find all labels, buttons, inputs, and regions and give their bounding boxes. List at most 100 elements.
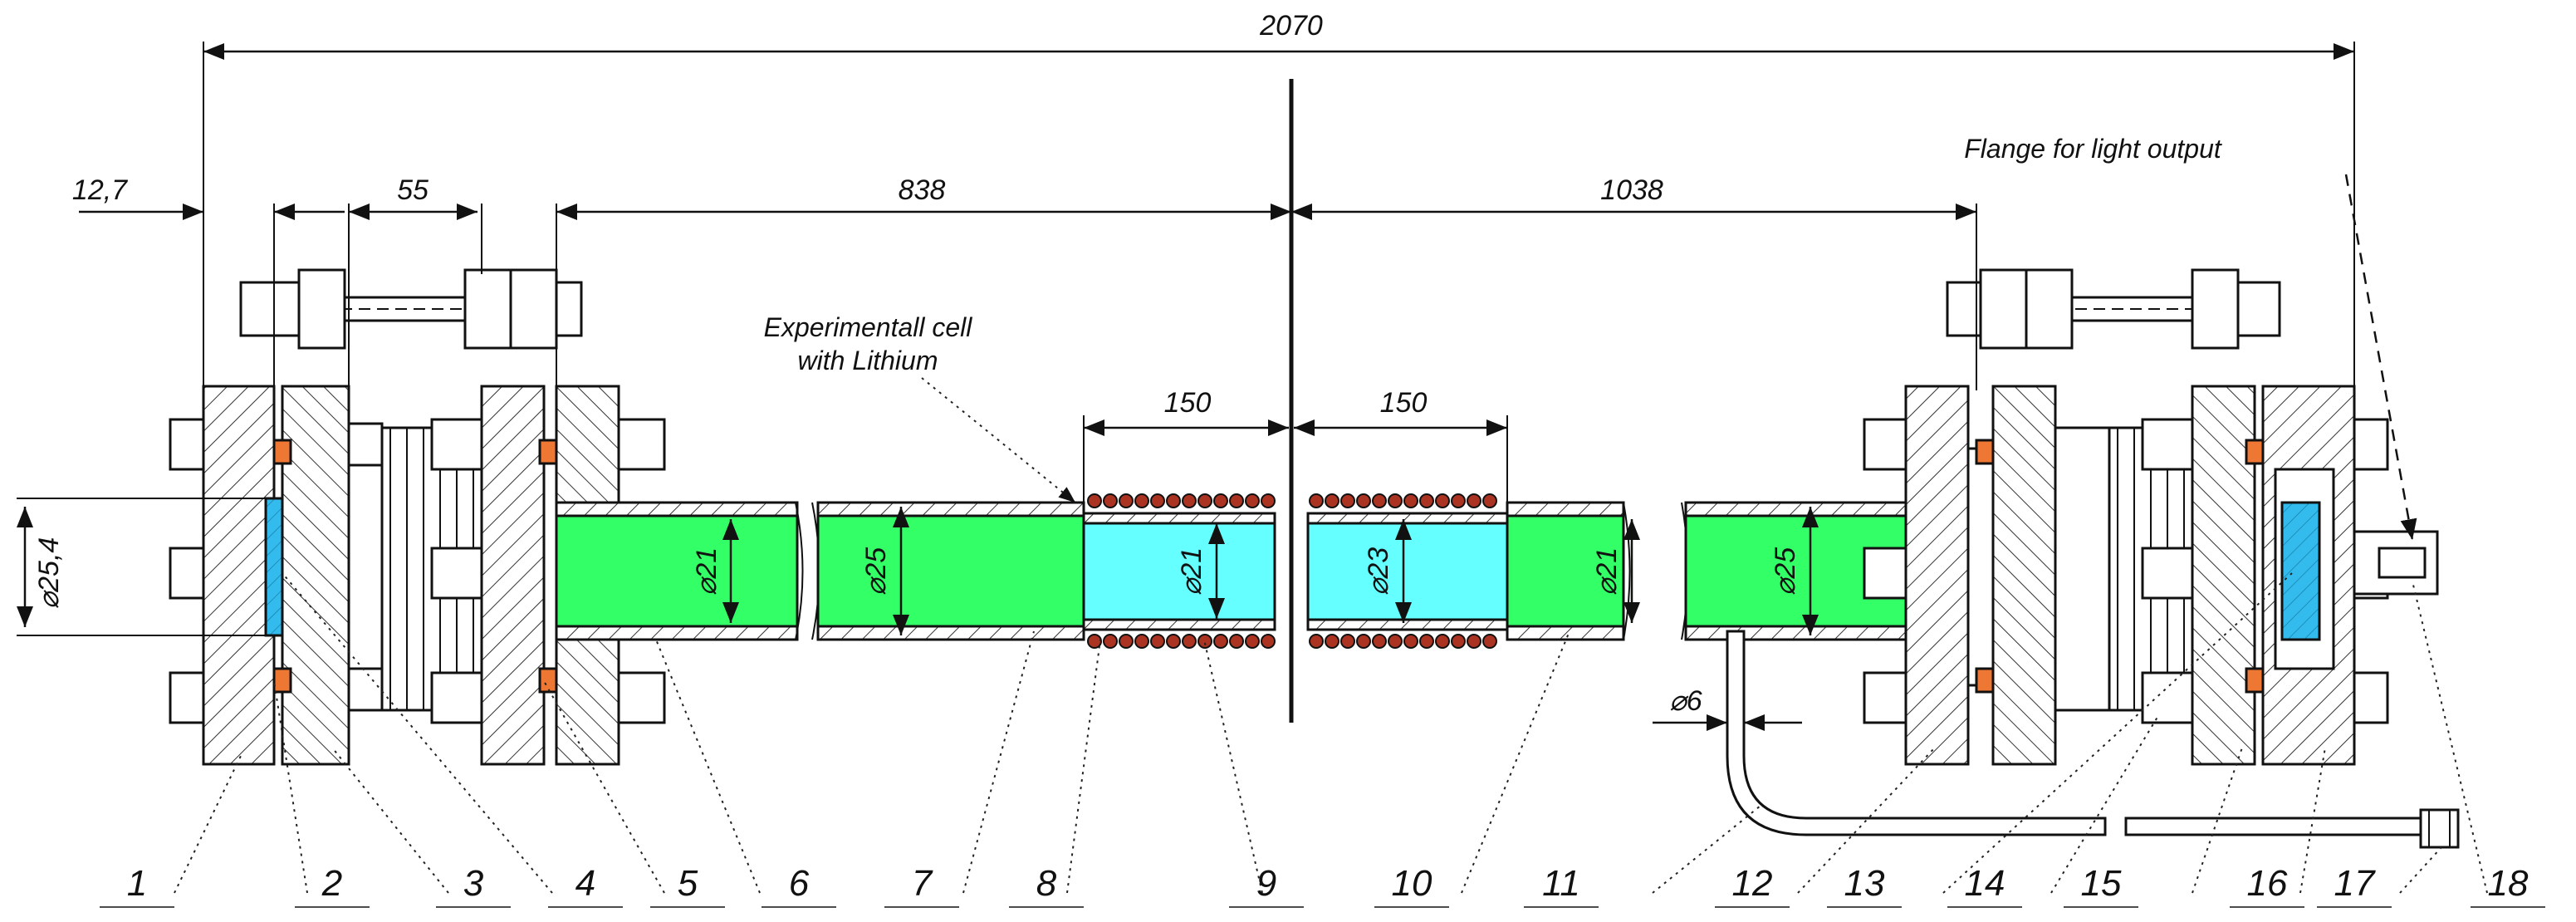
coil-turn (1467, 493, 1481, 508)
coil-turn (1356, 493, 1371, 508)
coil-turn (1419, 493, 1434, 508)
dimension-lines (17, 42, 2355, 731)
seal-mid-top (538, 439, 558, 465)
coil-turn (1419, 634, 1434, 649)
coil-turn (1372, 634, 1387, 649)
coil-turn (1325, 634, 1339, 649)
coil-turn (1119, 493, 1134, 508)
coil-turn (1340, 634, 1355, 649)
left-nut-c (463, 268, 512, 350)
coil-turn (1182, 493, 1197, 508)
dim-cell-inner-right: ⌀23 (1363, 547, 1394, 596)
part-number-1: 1 (127, 863, 147, 904)
seal-far-right-bottom (2245, 667, 2265, 694)
dim-tube-right-outer: ⌀25 (1770, 547, 1801, 596)
right-coupling-flange (1863, 385, 2057, 766)
coil-turn (1245, 634, 1260, 649)
part-leaders (174, 572, 2488, 894)
right-nut-b (1979, 268, 2028, 350)
part-number-13: 13 (1844, 863, 1885, 904)
coil-turn (1245, 493, 1260, 508)
coil-turn (1150, 493, 1165, 508)
coil-turn (1467, 634, 1481, 649)
coil-turn (1482, 634, 1497, 649)
coil-turn (1087, 634, 1102, 649)
dim-bellows-length: 55 (397, 174, 429, 206)
seal-right-bottom (1975, 667, 1995, 694)
right-window (2280, 501, 2321, 641)
coil-turn (1150, 634, 1165, 649)
coil-turn (1197, 634, 1212, 649)
part-number-12: 12 (1732, 863, 1773, 904)
seal-far-right-top (2245, 439, 2265, 465)
coil-turn (1229, 493, 1244, 508)
coil-turn (1213, 634, 1228, 649)
coil-turn (1388, 493, 1403, 508)
coil-turn (1372, 493, 1387, 508)
lithium-cell-right (1306, 512, 1509, 631)
coil-turn (1403, 493, 1418, 508)
part-number-9: 9 (1256, 863, 1276, 904)
right-nut-c (2025, 268, 2074, 350)
coil-turn (1134, 634, 1149, 649)
coil-turn (1482, 493, 1497, 508)
left-nut-b (297, 268, 346, 350)
left-window-flange (169, 385, 305, 766)
part-number-6: 6 (789, 863, 810, 904)
part-number-16: 16 (2247, 863, 2288, 904)
left-nut-e (555, 281, 583, 337)
heater-coils (1087, 493, 1497, 649)
dim-total-length: 2070 (1259, 10, 1323, 42)
coil-turn (1388, 634, 1403, 649)
coil-turn (1103, 634, 1118, 649)
part-number-17: 17 (2334, 863, 2376, 904)
coil-turn (1340, 493, 1355, 508)
coil-turn (1229, 634, 1244, 649)
coil-turn (1309, 493, 1324, 508)
left-nut-a (239, 281, 301, 337)
part-number-18: 18 (2488, 863, 2529, 904)
seal-left-top (272, 439, 292, 465)
coil-turn (1403, 634, 1418, 649)
dim-left-section: 838 (899, 174, 946, 206)
dim-tube-left-inner: ⌀21 (691, 547, 722, 596)
left-nut-d (509, 268, 558, 350)
coil-turn (1435, 493, 1450, 508)
cell-note-line1: Experimentall cell (764, 312, 973, 342)
left-seal-flange (272, 385, 384, 766)
dim-tube-right-inner: ⌀21 (1591, 547, 1623, 596)
seal-right-top (1975, 439, 1995, 465)
dim-right-section: 1038 (1600, 174, 1663, 206)
coil-turn (1309, 634, 1324, 649)
part-number-11: 11 (1542, 863, 1580, 904)
seal-left-bottom (272, 667, 292, 694)
coil-turn (1213, 493, 1228, 508)
dim-tube-left-outer: ⌀25 (860, 547, 892, 596)
coil-turn (1451, 493, 1466, 508)
right-nut-a (1946, 281, 1982, 337)
part-number-15: 15 (2081, 863, 2122, 904)
coil-turn (1134, 493, 1149, 508)
coil-turn (1451, 634, 1466, 649)
part-number-7: 7 (912, 863, 933, 904)
part-number-3: 3 (463, 863, 484, 904)
right-tie-rod-assembly (1946, 268, 2281, 350)
coil-turn (1197, 493, 1212, 508)
right-nut-d (2191, 268, 2240, 350)
seal-mid-bottom (538, 667, 558, 694)
coil-turn (1182, 634, 1197, 649)
gas-inlet-pipe (1726, 630, 2422, 836)
part-number-10: 10 (1392, 863, 1432, 904)
coil-turn (1087, 493, 1102, 508)
part-number-4: 4 (575, 863, 595, 904)
spare-bolt (2419, 808, 2460, 849)
coil-turn (1166, 493, 1181, 508)
right-window-flange (2191, 385, 2439, 766)
dim-cell-left: 150 (1164, 387, 1212, 419)
left-tube (555, 501, 1085, 641)
dim-cell-right: 150 (1380, 387, 1428, 419)
coil-turn (1119, 634, 1134, 649)
part-number-14: 14 (1965, 863, 2005, 904)
